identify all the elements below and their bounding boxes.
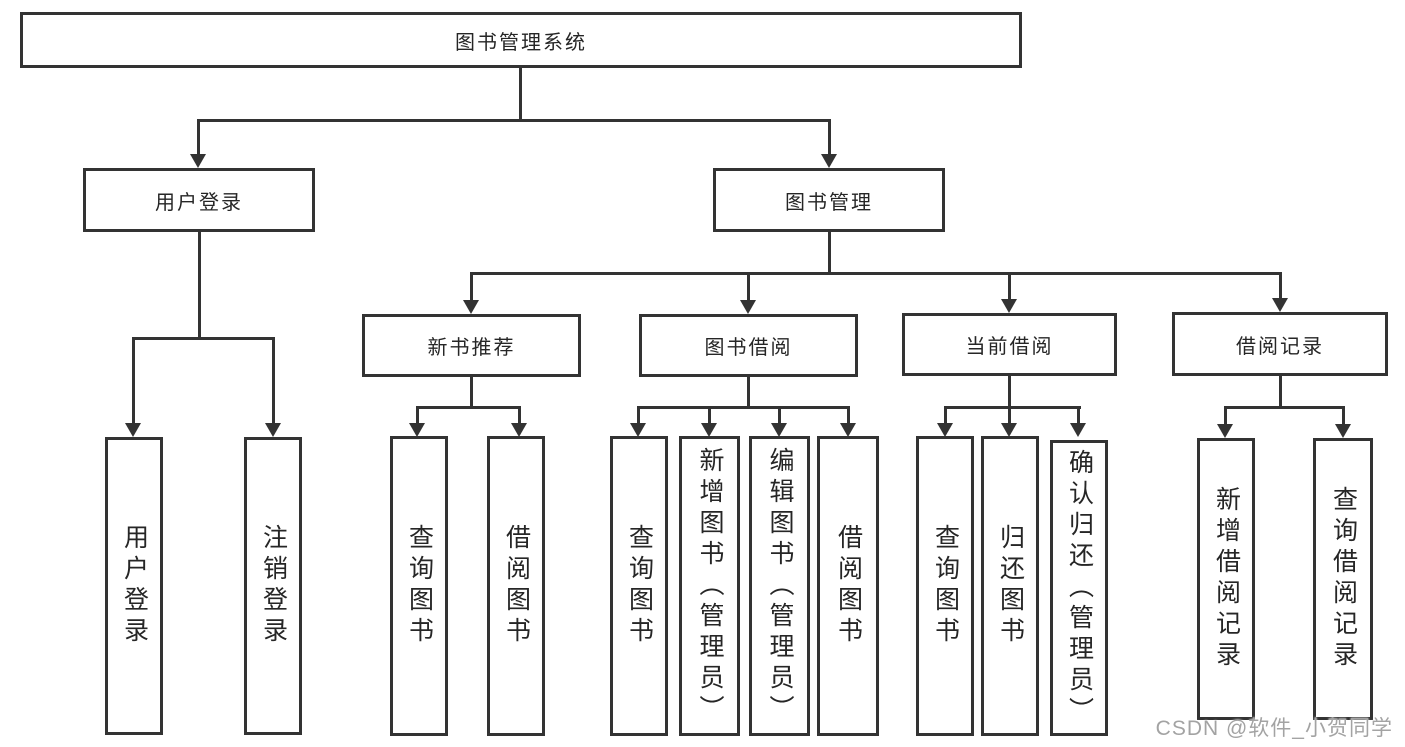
connector-line — [944, 406, 1081, 409]
arrow-down — [1335, 424, 1351, 438]
leaf-bb-add-label: 新增图书（管理员） — [696, 446, 724, 726]
arrow-down — [190, 154, 206, 168]
arrow-down — [511, 423, 527, 437]
connector-line — [519, 68, 522, 120]
arrow-down — [771, 423, 787, 437]
leaf-nbr-query: 查询图书 — [390, 436, 448, 736]
arrow-down — [1217, 424, 1233, 438]
leaf-cb-return-label: 归还图书 — [996, 524, 1025, 648]
connector-line — [1077, 406, 1080, 424]
connector-line — [637, 406, 850, 409]
arrow-down — [265, 423, 281, 437]
arrow-down — [409, 423, 425, 437]
connector-line — [132, 337, 275, 340]
connector-line — [828, 232, 831, 275]
leaf-bb-borrow: 借阅图书 — [817, 436, 879, 736]
leaf-cb-query-label: 查询图书 — [931, 524, 960, 648]
arrow-down — [840, 423, 856, 437]
connector-line — [1279, 272, 1282, 299]
leaf-bb-query: 查询图书 — [610, 436, 668, 736]
leaf-cb-confirm-label: 确认归还（管理员） — [1065, 448, 1094, 728]
arrow-down — [937, 423, 953, 437]
arrow-down — [1001, 423, 1017, 437]
leaf-br-add: 新增借阅记录 — [1197, 438, 1255, 720]
connector-line — [1224, 406, 1345, 409]
node-current-borrow: 当前借阅 — [902, 313, 1117, 376]
node-book-borrow: 图书借阅 — [639, 314, 858, 377]
arrow-down — [821, 154, 837, 168]
leaf-br-query-label: 查询借阅记录 — [1329, 486, 1358, 672]
connector-line — [132, 337, 135, 424]
node-book-management: 图书管理 — [713, 168, 945, 232]
connector-line — [637, 406, 640, 424]
connector-line — [778, 406, 781, 424]
leaf-cb-confirm: 确认归还（管理员） — [1050, 440, 1108, 736]
connector-line — [1279, 376, 1282, 408]
node-user-login-label: 用户登录 — [155, 191, 243, 214]
node-library-system: 图书管理系统 — [20, 12, 1022, 68]
leaf-br-add-label: 新增借阅记录 — [1212, 486, 1241, 672]
arrow-down — [740, 300, 756, 314]
leaf-logout: 注销登录 — [244, 437, 302, 735]
leaf-cb-query: 查询图书 — [916, 436, 974, 736]
leaf-nbr-borrow-label: 借阅图书 — [502, 524, 531, 648]
connector-line — [272, 337, 275, 424]
connector-line — [470, 377, 473, 408]
leaf-bb-edit: 编辑图书（管理员） — [749, 436, 810, 736]
connector-line — [1008, 272, 1011, 300]
node-book-borrow-label: 图书借阅 — [704, 337, 793, 359]
arrow-down — [463, 300, 479, 314]
leaf-nbr-query-label: 查询图书 — [405, 524, 434, 648]
leaf-bb-edit-label: 编辑图书（管理员） — [766, 446, 794, 726]
connector-line — [944, 406, 947, 424]
leaf-logout-label: 注销登录 — [259, 524, 288, 648]
node-new-book-recommend-label: 新书推荐 — [427, 337, 516, 359]
connector-line — [470, 272, 473, 301]
node-library-system-label: 图书管理系统 — [455, 31, 587, 54]
leaf-bb-query-label: 查询图书 — [625, 524, 654, 648]
leaf-user-login-label: 用户登录 — [120, 524, 149, 648]
node-borrow-records-label: 借阅记录 — [1236, 335, 1324, 358]
leaf-user-login: 用户登录 — [105, 437, 163, 735]
connector-line — [1008, 406, 1011, 424]
node-user-login: 用户登录 — [83, 168, 315, 232]
arrow-down — [630, 423, 646, 437]
arrow-down — [125, 423, 141, 437]
arrow-down — [1272, 298, 1288, 312]
connector-line — [708, 406, 711, 424]
node-current-borrow-label: 当前借阅 — [965, 336, 1054, 358]
connector-line — [847, 406, 850, 424]
node-borrow-records: 借阅记录 — [1172, 312, 1388, 376]
node-book-management-label: 图书管理 — [785, 191, 873, 214]
connector-line — [1342, 406, 1345, 424]
connector-line — [518, 406, 521, 424]
leaf-cb-return: 归还图书 — [981, 436, 1039, 736]
leaf-bb-add: 新增图书（管理员） — [679, 436, 740, 736]
connector-line — [828, 119, 831, 156]
connector-line — [198, 232, 201, 339]
arrow-down — [1070, 423, 1086, 437]
connector-line — [747, 377, 750, 408]
connector-line — [1224, 406, 1227, 424]
watermark-text: CSDN @软件_小贺同学 — [1155, 717, 1393, 740]
connector-line — [470, 272, 1282, 275]
leaf-nbr-borrow: 借阅图书 — [487, 436, 545, 736]
leaf-br-query: 查询借阅记录 — [1313, 438, 1373, 720]
connector-line — [416, 406, 521, 409]
leaf-bb-borrow-label: 借阅图书 — [834, 524, 863, 648]
connector-line — [1008, 376, 1011, 408]
arrow-down — [701, 423, 717, 437]
connector-line — [197, 119, 200, 156]
node-new-book-recommend: 新书推荐 — [362, 314, 581, 377]
connector-line — [197, 119, 831, 122]
connector-line — [416, 406, 419, 424]
connector-line — [747, 272, 750, 301]
arrow-down — [1001, 299, 1017, 313]
